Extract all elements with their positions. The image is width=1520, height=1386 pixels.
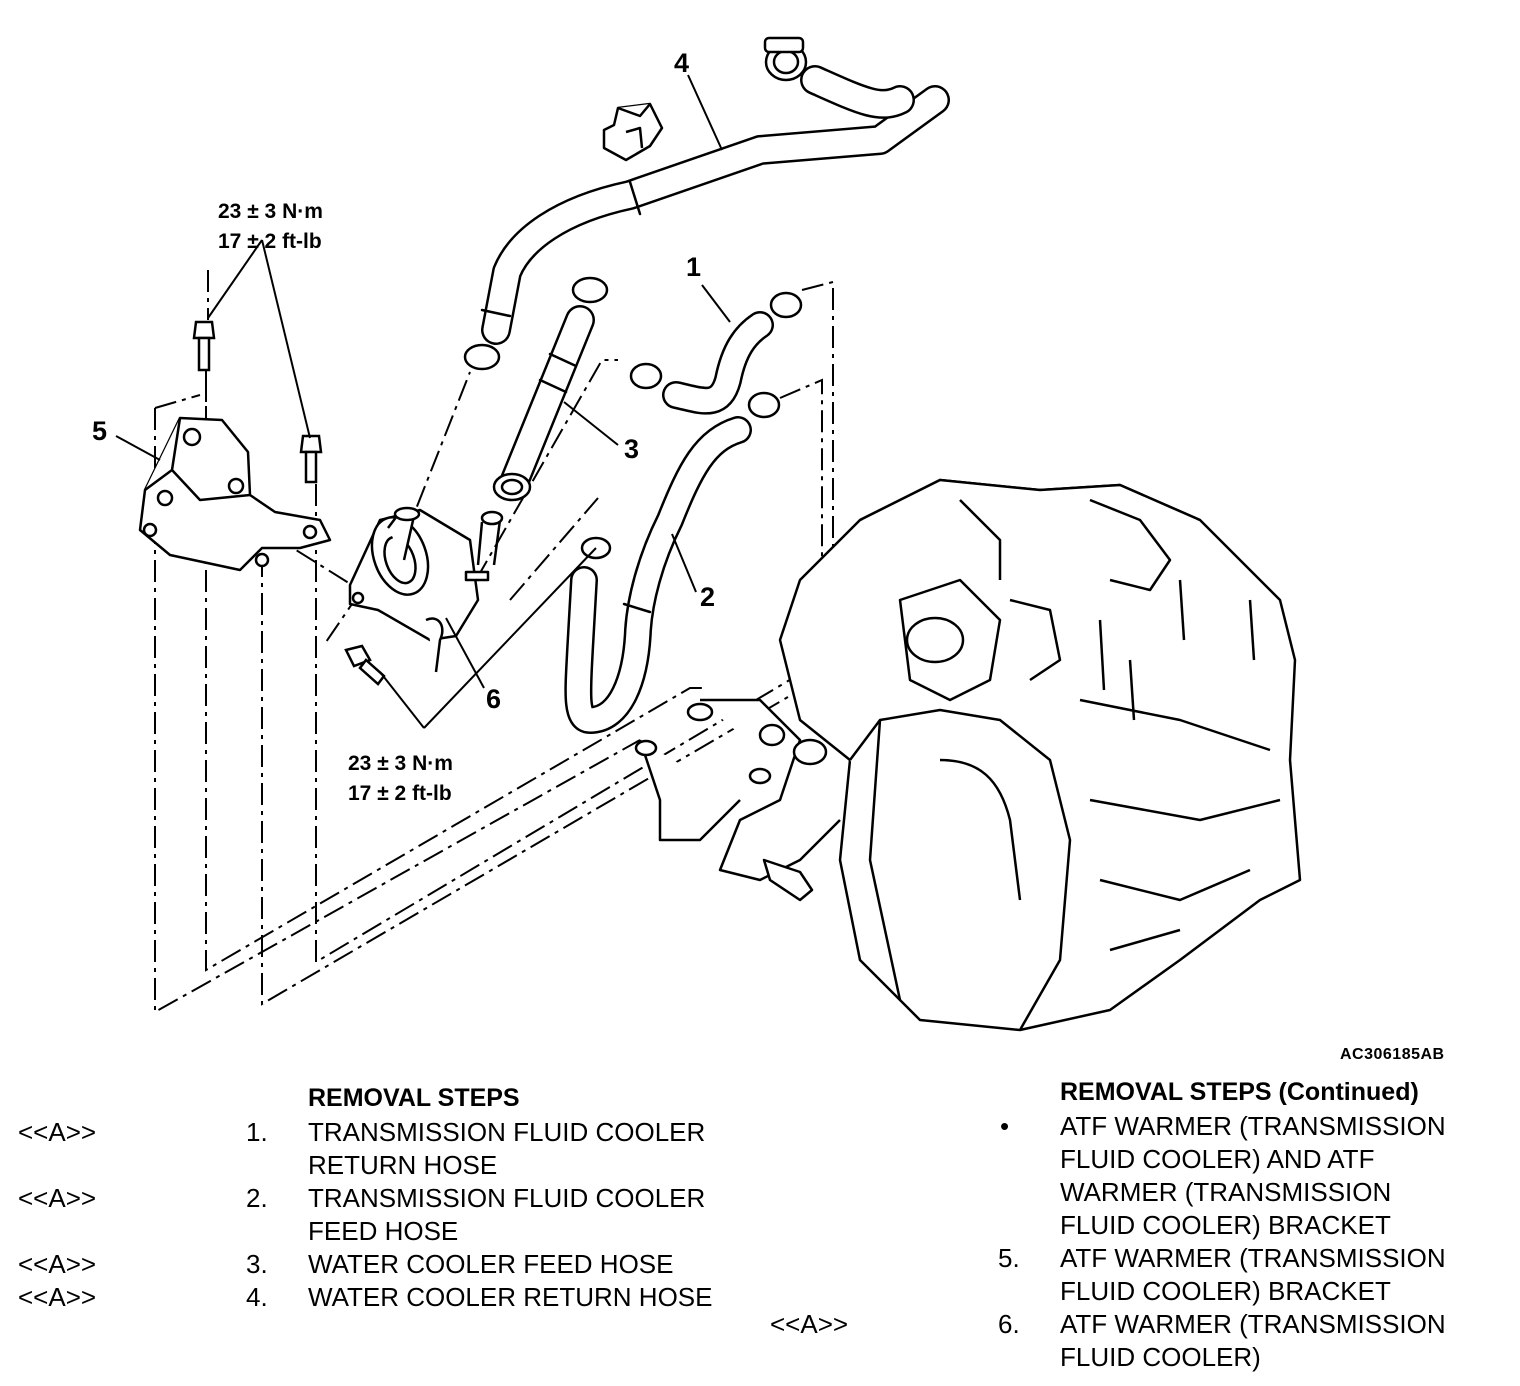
hose-bracket	[602, 102, 664, 162]
hose-clamp	[763, 36, 808, 82]
step-text: FLUID COOLER) BRACKET	[1060, 1276, 1391, 1306]
torque-lower-metric: 23 ± 3 N·m	[348, 752, 453, 775]
step-number: 6.	[998, 1309, 1020, 1339]
step-text: TRANSMISSION FLUID COOLER	[308, 1117, 706, 1147]
callout-2: 2	[700, 582, 715, 612]
step-ref: <<A>>	[770, 1309, 849, 1339]
fluid-cooler-return-hose-1	[662, 311, 774, 415]
step-text: FEED HOSE	[308, 1216, 459, 1246]
step-number: 3.	[246, 1249, 268, 1279]
step-number: 4.	[246, 1282, 268, 1312]
step-text: WATER COOLER RETURN HOSE	[308, 1282, 713, 1312]
step-text: ATF WARMER (TRANSMISSION	[1060, 1309, 1446, 1339]
torque-upper-metric: 23 ± 3 N·m	[218, 200, 323, 223]
callout-4: 4	[674, 48, 689, 78]
step-ref: <<A>>	[18, 1249, 97, 1279]
water-cooler-return-hose-4	[480, 65, 950, 345]
leader-lines	[115, 74, 731, 729]
figure-id: AC306185AB	[1340, 1046, 1445, 1063]
callout-6: 6	[486, 684, 501, 714]
step-number: 5.	[998, 1243, 1020, 1273]
step-ref: <<A>>	[18, 1117, 97, 1147]
transaxle-assembly	[634, 478, 1302, 1032]
hose-clamp	[629, 291, 803, 419]
step-text: FLUID COOLER) AND ATF	[1060, 1144, 1375, 1174]
torque-upper-imperial: 17 ± 2 ft-lb	[218, 230, 322, 253]
step-bullet: •	[1000, 1111, 1010, 1141]
atf-warmer-bracket-5	[138, 416, 332, 572]
step-ref: <<A>>	[18, 1183, 97, 1213]
exploded-view-diagram: 4 1 3 5 2 6 23 ± 3 N·m 17 ± 2 ft-lb 23 ±…	[92, 36, 1302, 1032]
removal-steps-continued-heading: REMOVAL STEPS (Continued)	[1060, 1078, 1419, 1106]
step-text: ATF WARMER (TRANSMISSION	[1060, 1111, 1446, 1141]
hose-clamp	[463, 276, 609, 502]
torque-lower-imperial: 17 ± 2 ft-lb	[348, 782, 452, 805]
step-text: FLUID COOLER) BRACKET	[1060, 1210, 1391, 1240]
step-text: TRANSMISSION FLUID COOLER	[308, 1183, 706, 1213]
step-text: WATER COOLER FEED HOSE	[308, 1249, 674, 1279]
water-cooler-feed-hose-3	[500, 305, 595, 495]
fluid-cooler-feed-hose-2	[564, 416, 752, 734]
removal-steps-heading: REMOVAL STEPS	[308, 1084, 520, 1112]
step-text: FLUID COOLER)	[1060, 1342, 1261, 1372]
step-ref: <<A>>	[18, 1282, 97, 1312]
step-text: ATF WARMER (TRANSMISSION	[1060, 1243, 1446, 1273]
callout-3: 3	[624, 434, 639, 464]
step-number: 1.	[246, 1117, 268, 1147]
bolt	[192, 320, 386, 686]
callout-5: 5	[92, 416, 107, 446]
callout-1: 1	[686, 252, 701, 282]
step-text: RETURN HOSE	[308, 1150, 498, 1180]
step-number: 2.	[246, 1183, 268, 1213]
atf-warmer-6	[348, 506, 504, 673]
step-text: WARMER (TRANSMISSION	[1060, 1177, 1392, 1207]
